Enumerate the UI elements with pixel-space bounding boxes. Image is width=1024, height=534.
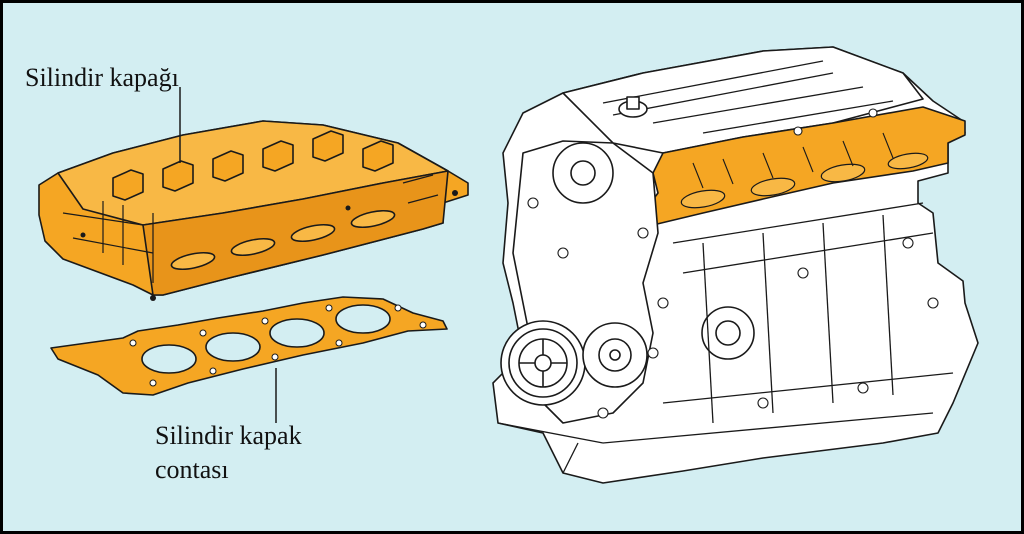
gasket-bore-3 [269, 318, 325, 348]
engine-diagram [38, 46, 979, 484]
head-gasket [50, 296, 448, 396]
engine-block [492, 46, 979, 484]
accessory-pulley [582, 322, 648, 388]
cylinder-head [38, 120, 469, 301]
gasket-label-line1: Silindir kapak [155, 421, 302, 450]
gasket-bore-2 [205, 332, 261, 362]
cylinder-head-label: Silindir kapağı [25, 63, 179, 92]
diagram-panel: Silindir kapağı Silindir kapak contası [3, 3, 1021, 531]
crank-pulley [500, 320, 586, 406]
gasket-label-line2: contası [155, 455, 229, 484]
gasket-bore-1 [141, 344, 197, 374]
gasket-bore-4 [335, 304, 391, 334]
